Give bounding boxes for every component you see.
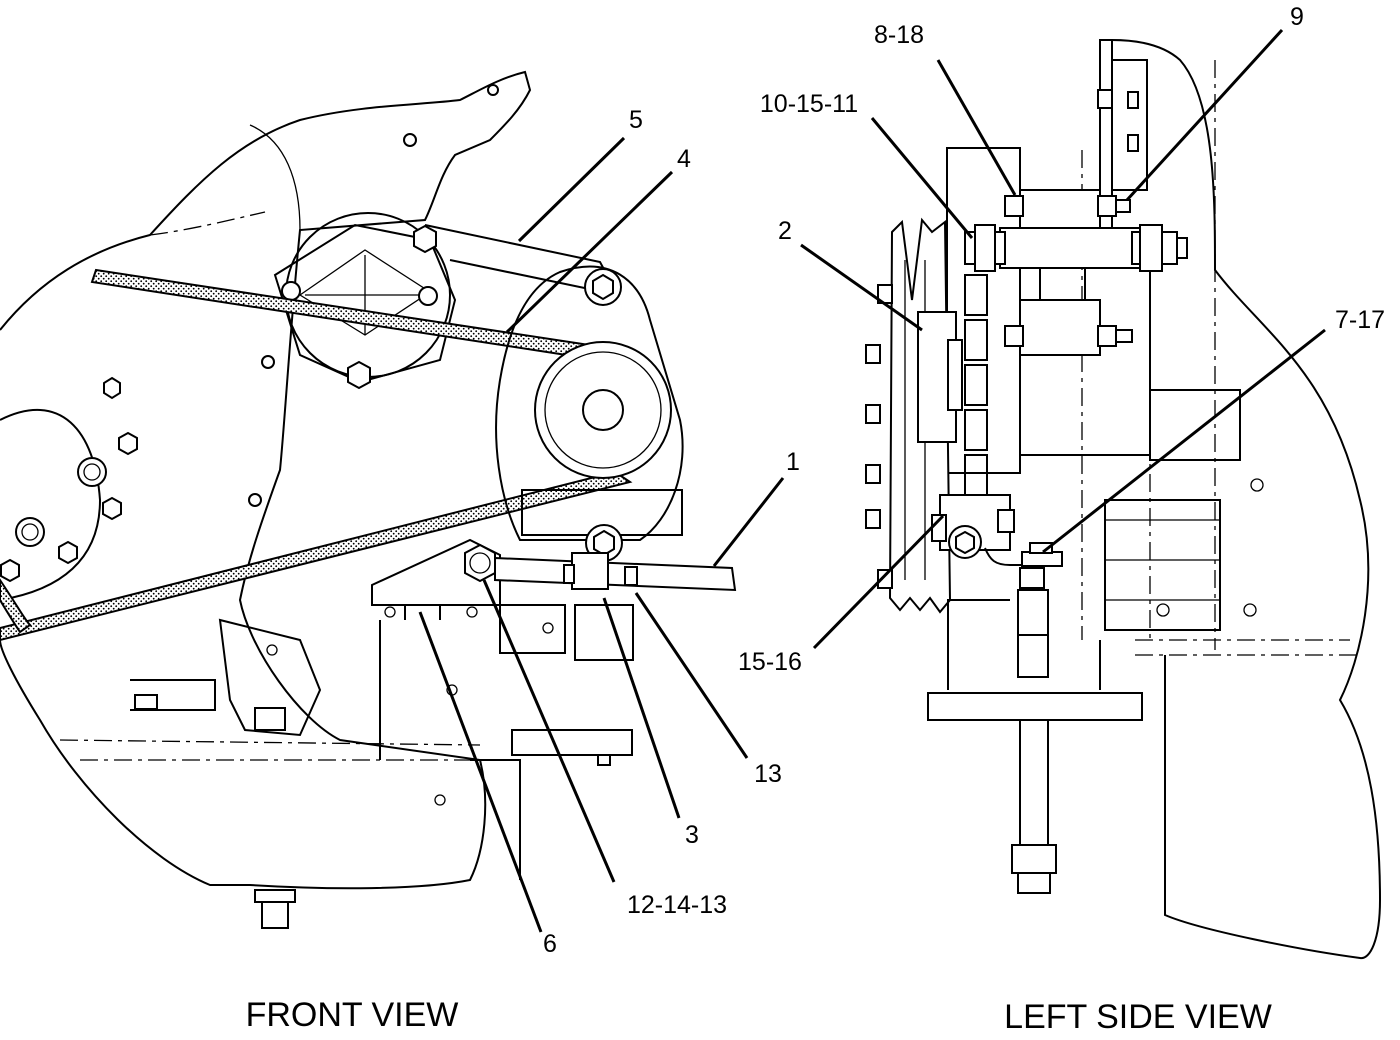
housing-bolt-hole [403, 133, 417, 147]
adjusting-rod [494, 556, 737, 592]
base-plate [927, 692, 1143, 721]
callout-4: 4 [677, 145, 691, 173]
callout-12-14-13: 12-14-13 [627, 891, 727, 919]
callout-3: 3 [685, 821, 699, 849]
callout-5: 5 [629, 106, 643, 134]
cooling-fins [964, 274, 988, 496]
callout-6: 6 [543, 930, 557, 958]
lower-bracket-assembly [931, 494, 1063, 678]
callout-1: 1 [786, 448, 800, 476]
front-leaders [418, 136, 785, 933]
mounting-stud [1019, 719, 1049, 846]
side-engine-outline [1111, 39, 1382, 960]
callout-13: 13 [754, 760, 782, 788]
side-leaders [800, 28, 1326, 650]
left-side-view-caption: LEFT SIDE VIEW [1004, 998, 1272, 1036]
front-view-caption: FRONT VIEW [246, 996, 459, 1034]
hex-bolt-cluster [0, 376, 138, 583]
callout-9: 9 [1290, 3, 1304, 31]
pulley-bolts [865, 284, 893, 589]
left-side-view [800, 28, 1382, 960]
callout-2: 2 [778, 217, 792, 245]
callout-8-18: 8-18 [874, 21, 924, 49]
callout-15-16: 15-16 [738, 648, 802, 676]
strap-assembly [964, 189, 1188, 356]
callout-labels: 5 4 1 13 3 12-14-13 6 8-18 9 10-15-11 2 … [543, 3, 1385, 958]
bracket-bolt-head [464, 543, 496, 583]
callout-7-17: 7-17 [1335, 306, 1385, 334]
rod-swivel-block [571, 552, 609, 590]
engine-housing [0, 70, 532, 890]
callout-10-15-11: 10-15-11 [760, 90, 858, 118]
front-view [0, 70, 785, 933]
alternator-body [495, 265, 684, 541]
